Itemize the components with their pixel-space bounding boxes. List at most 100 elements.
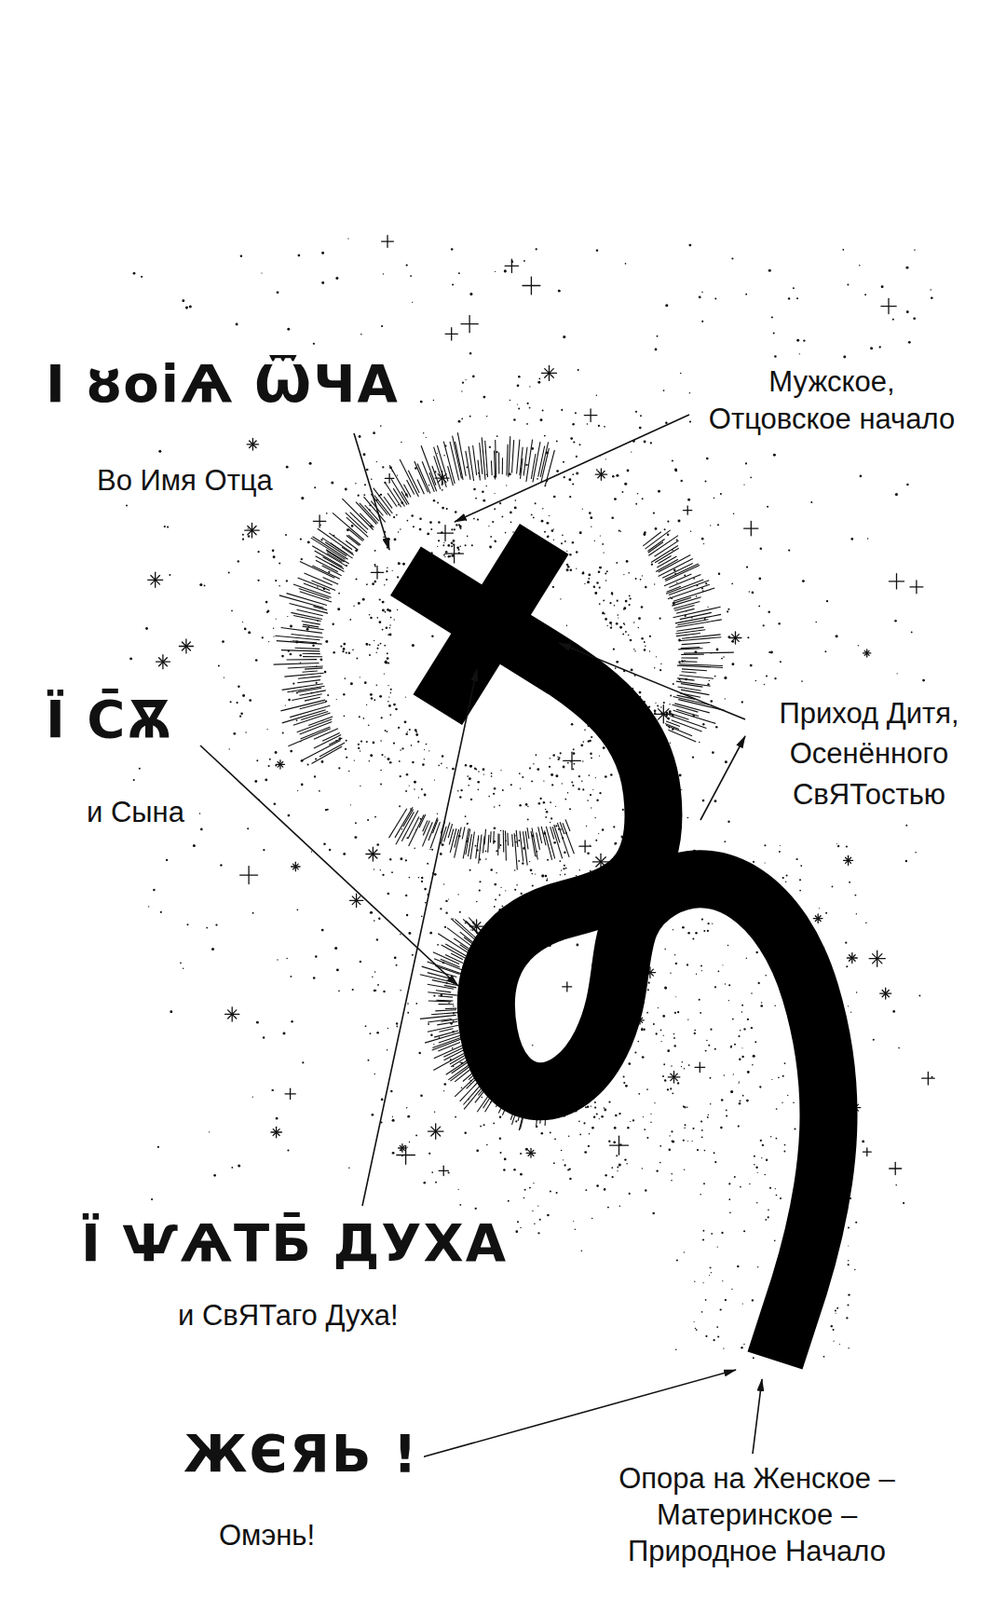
dust-dot bbox=[703, 543, 705, 544]
dust-dot bbox=[326, 512, 328, 515]
dust-dot bbox=[397, 561, 401, 565]
dust-dot bbox=[579, 1133, 582, 1136]
dust-dot bbox=[839, 1343, 841, 1345]
ray bbox=[498, 452, 500, 475]
dust-dot bbox=[627, 1061, 631, 1065]
dust-dot bbox=[663, 701, 666, 704]
ray bbox=[332, 512, 365, 540]
dust-dot bbox=[787, 1094, 789, 1096]
dust-dot bbox=[541, 1131, 544, 1134]
dust-dot bbox=[763, 1173, 765, 1175]
dust-dot bbox=[569, 807, 571, 810]
dust-dot bbox=[452, 1011, 455, 1014]
ray bbox=[654, 540, 680, 557]
dust-dot bbox=[626, 1126, 629, 1129]
dust-dot bbox=[758, 981, 761, 984]
dust-dot bbox=[397, 503, 399, 505]
dust-dot bbox=[379, 694, 382, 698]
dust-dot bbox=[549, 757, 551, 759]
dust-dot bbox=[380, 716, 383, 719]
dust-dot bbox=[657, 1006, 659, 1008]
dust-dot bbox=[651, 563, 653, 566]
dust-dot bbox=[686, 963, 689, 966]
dust-dot bbox=[516, 403, 518, 405]
dust-dot bbox=[534, 502, 537, 504]
dust-dot bbox=[701, 1135, 704, 1138]
ray bbox=[308, 716, 333, 725]
dust-dot bbox=[379, 598, 381, 600]
dust-dot bbox=[775, 1194, 778, 1197]
dust-dot bbox=[464, 763, 467, 766]
dust-dot bbox=[565, 831, 568, 834]
dust-dot bbox=[407, 1114, 410, 1118]
dust-dot bbox=[825, 911, 828, 914]
dust-dot bbox=[664, 528, 667, 531]
ray bbox=[523, 830, 529, 865]
ray bbox=[681, 642, 711, 645]
ray bbox=[359, 513, 374, 528]
dust-dot bbox=[397, 726, 400, 729]
dust-dot bbox=[709, 1102, 712, 1105]
dust-dot bbox=[495, 871, 497, 873]
dust-dot bbox=[519, 788, 521, 789]
dust-dot bbox=[551, 529, 555, 532]
dust-dot bbox=[548, 515, 550, 517]
dust-dot bbox=[714, 985, 717, 988]
dust-dot bbox=[558, 756, 561, 759]
dust-dot bbox=[563, 864, 566, 867]
dust-dot bbox=[265, 600, 269, 604]
dust-dot bbox=[419, 517, 422, 521]
dust-dot bbox=[396, 575, 399, 578]
dust-dot bbox=[567, 1168, 570, 1170]
dust-dot bbox=[395, 1021, 398, 1024]
dust-dot bbox=[517, 375, 521, 379]
dust-dot bbox=[623, 573, 625, 575]
dust-dot bbox=[642, 532, 646, 536]
dust-dot bbox=[607, 1206, 610, 1209]
dust-dot bbox=[474, 767, 476, 770]
dust-dot bbox=[630, 667, 634, 671]
dust-dot bbox=[669, 596, 671, 598]
ray bbox=[422, 820, 430, 836]
dust-dot bbox=[663, 1034, 665, 1036]
dust-dot bbox=[240, 711, 244, 715]
dust-dot bbox=[684, 614, 687, 617]
dust-dot bbox=[584, 1105, 587, 1108]
dust-dot bbox=[763, 843, 766, 846]
dust-dot bbox=[602, 598, 605, 601]
dust-dot bbox=[712, 1338, 715, 1341]
dust-dot bbox=[286, 615, 288, 617]
dust-dot bbox=[718, 572, 721, 575]
dust-dot bbox=[669, 1087, 672, 1089]
dust-dot bbox=[291, 691, 293, 693]
dust-dot bbox=[363, 452, 367, 456]
dust-dot bbox=[759, 1085, 762, 1088]
dust-dot bbox=[594, 591, 598, 595]
dust-dot bbox=[701, 917, 704, 920]
dust-dot bbox=[235, 701, 238, 704]
ray bbox=[530, 453, 536, 479]
dust-dot bbox=[584, 1150, 587, 1154]
dust-dot bbox=[382, 536, 385, 539]
dust-dot bbox=[706, 1039, 708, 1042]
dust-dot bbox=[433, 499, 436, 503]
dust-dot bbox=[627, 634, 630, 637]
dust-dot bbox=[366, 642, 368, 645]
dust-dot bbox=[514, 888, 517, 891]
dust-dot bbox=[495, 450, 498, 453]
dust-dot bbox=[834, 1309, 837, 1312]
dust-dot bbox=[445, 550, 449, 554]
dust-dot bbox=[584, 1188, 587, 1191]
dust-dot bbox=[701, 1310, 704, 1313]
dust-dot bbox=[460, 788, 463, 791]
dust-dot bbox=[692, 1127, 694, 1129]
dust-dot bbox=[428, 749, 430, 751]
dust-dot bbox=[748, 1182, 750, 1184]
dust-dot bbox=[724, 1298, 727, 1301]
dust-dot bbox=[671, 459, 674, 462]
dust-dot bbox=[702, 799, 706, 803]
dust-dot bbox=[472, 375, 476, 379]
ray bbox=[680, 653, 705, 656]
dust-dot bbox=[439, 852, 443, 856]
dust-dot bbox=[713, 1151, 716, 1154]
